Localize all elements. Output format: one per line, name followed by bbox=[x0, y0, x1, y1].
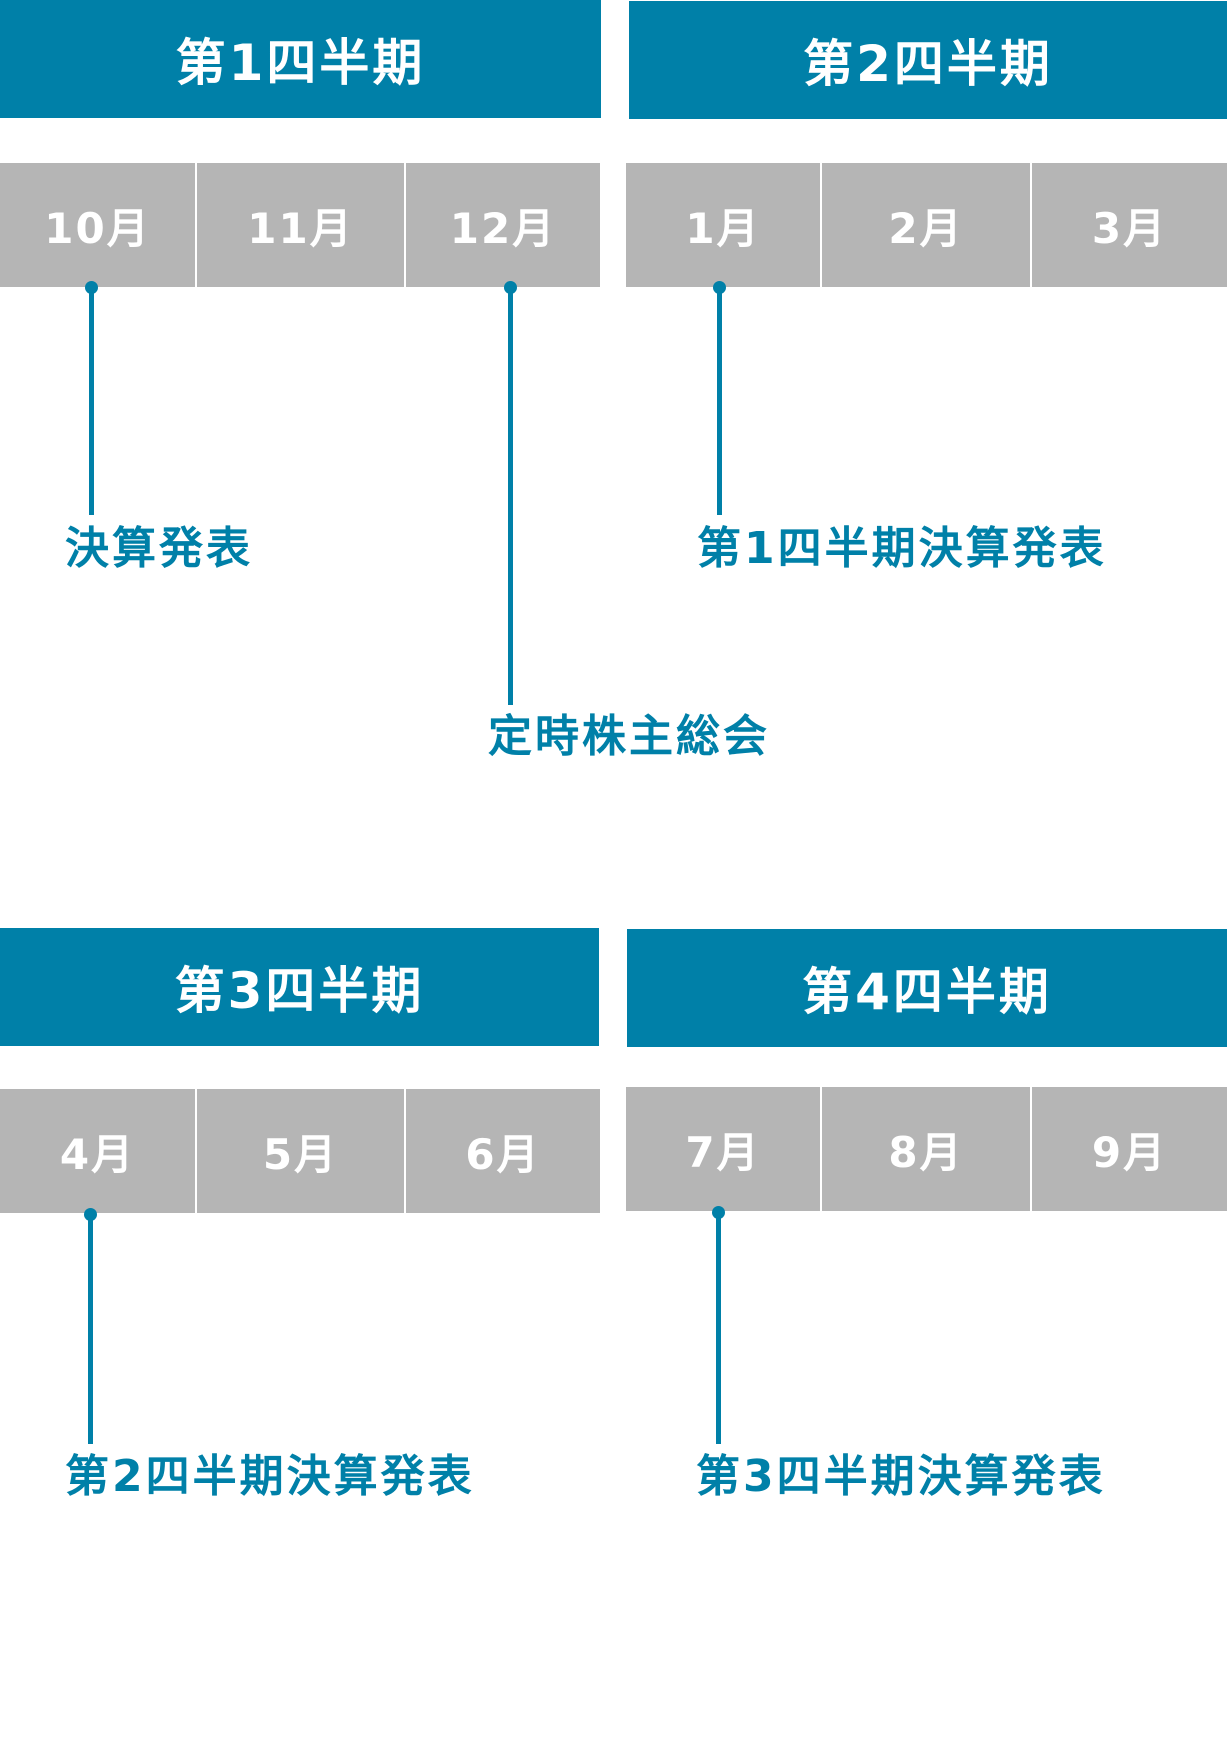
event-connector bbox=[717, 287, 722, 515]
event-label: 決算発表 bbox=[65, 523, 253, 574]
event-label: 定時株主総会 bbox=[488, 711, 770, 762]
month-cell: 10月 bbox=[0, 163, 195, 287]
quarter-header-q1: 第1四半期 bbox=[0, 0, 601, 118]
month-cell: 4月 bbox=[0, 1089, 195, 1213]
month-cell: 5月 bbox=[197, 1089, 404, 1213]
event-connector bbox=[716, 1212, 721, 1444]
quarter-header-q4: 第4四半期 bbox=[627, 929, 1227, 1047]
event-connector bbox=[89, 287, 94, 515]
month-cell: 2月 bbox=[822, 163, 1030, 287]
event-label: 第2四半期決算発表 bbox=[65, 1451, 475, 1502]
month-cell: 1月 bbox=[626, 163, 820, 287]
event-connector bbox=[508, 287, 513, 705]
quarter-header-q2: 第2四半期 bbox=[629, 1, 1227, 119]
event-label: 第3四半期決算発表 bbox=[696, 1451, 1106, 1502]
month-cell: 9月 bbox=[1032, 1087, 1227, 1211]
month-cell: 8月 bbox=[822, 1087, 1030, 1211]
month-cell: 7月 bbox=[626, 1087, 820, 1211]
month-cell: 3月 bbox=[1032, 163, 1227, 287]
month-cell: 12月 bbox=[406, 163, 600, 287]
quarter-header-q3: 第3四半期 bbox=[0, 928, 599, 1046]
month-cell: 11月 bbox=[197, 163, 404, 287]
event-label: 第1四半期決算発表 bbox=[697, 523, 1107, 574]
event-connector bbox=[88, 1214, 93, 1444]
month-cell: 6月 bbox=[406, 1089, 600, 1213]
